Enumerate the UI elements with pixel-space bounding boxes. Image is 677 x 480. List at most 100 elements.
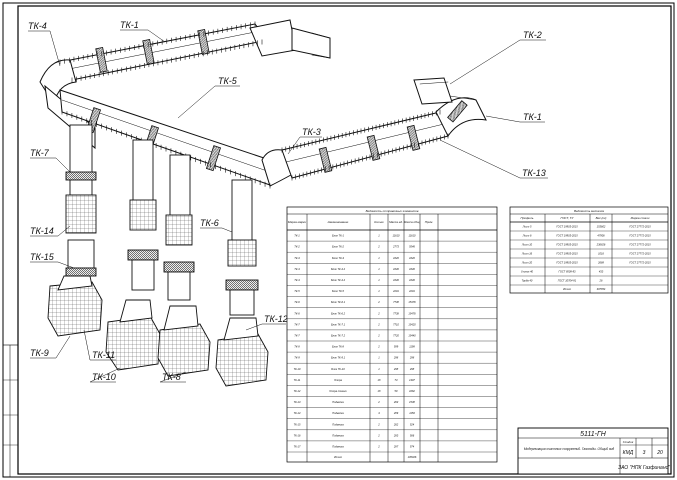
spec-cell: ТК-1 [294,234,300,238]
spec-cell: 1 [378,234,380,238]
spec-cell: 15476 [408,300,416,304]
spec-cell: 15440 [408,333,416,337]
spec-header-mass-unit: Масса ед. [389,220,403,224]
spec-cell: Блок ТК-7.1 [331,322,346,326]
label-tk-8: ТК-8 [162,372,181,382]
spec-cell: 15420 [408,322,416,326]
spec-cell: 574 [410,444,415,448]
spec-cell: 298 [393,367,399,371]
spec-cell: 1 [378,267,380,271]
spec-cell: 7720 [393,333,399,337]
title-sheets: 20 [656,450,663,456]
spec-cell: ТК-3 [294,256,300,260]
spec-cell: ТК-8 [294,345,300,349]
material-cell: 26 [599,279,603,283]
spec-cell: Блок ТК-9.1 [331,356,346,360]
spec-cell: 1 [378,289,380,293]
material-cell: ГОСТ 19903-2015 [556,225,578,229]
stiffener-ticks [59,21,449,189]
spec-cell: ТК-7 [294,322,300,326]
material-cell: Лист 16 [521,252,533,256]
spec-total-value: 105026 [408,455,417,459]
spec-header-mark: Марка марки [288,220,307,224]
spec-cell: 1620 [393,256,399,260]
inlet-boxes [47,275,269,387]
material-cell: Уголок 40 [521,270,534,274]
spec-table-title: Ведомость отправочных элементов [366,209,419,213]
spec-cell: ТК-13 [294,400,301,404]
spec-cell: 1 [378,367,380,371]
spec-cell: 283 [393,433,399,437]
material-header-steel: Марка стали [631,216,650,220]
label-tk-5: ТК-5 [218,76,238,86]
material-cell: ГОСТ 19903-2015 [556,252,578,256]
spec-cell: 2 [377,333,380,337]
spec-cell: 1 [378,278,380,282]
spec-cell: ТК-4 [294,267,300,271]
spec-cell: 11610 [408,234,416,238]
spec-cell: 566 [410,433,415,437]
duct-flanges [85,28,468,173]
spec-cell: 11610 [392,234,400,238]
spec-cell: 287 [393,444,399,448]
material-cell: Лист 10 [521,243,533,247]
spec-cell: 2 [377,444,380,448]
title-description: Модернизация очистных сооружений. Газохо… [524,447,615,451]
label-tk-12: ТК-12 [264,314,288,324]
label-tk-15: ТК-15 [30,252,55,262]
material-header-gost: ГОСТ, ТУ [561,216,575,220]
spec-cell: Блок ТК-1 [332,234,345,238]
spec-cell: Опора стенки [329,389,347,393]
spec-cell: ТК-9 [294,356,300,360]
duct-drawing [39,19,487,187]
spec-cell: ТК-5 [294,289,300,293]
spec-cell: Блок ТК-5 [332,289,345,293]
spec-cell: Блок ТК-4.2 [331,278,346,282]
spec-cell: 1198 [409,345,415,349]
material-cell: ГОСТ 27772-2015 [629,234,651,238]
spec-cell: Блок ТК-3 [332,256,345,260]
spec-cell: 2 [377,322,380,326]
material-cell: 153602 [597,225,606,229]
spec-cell: 7738 [393,311,399,315]
material-total-label: Итого [563,287,572,291]
label-tk-14: ТК-14 [30,226,54,236]
spec-cell: 1640 [393,278,399,282]
spec-cell: ТК-15 [294,422,301,426]
spec-cell: ТК-7 [294,333,300,337]
material-cell: 1016 [598,252,604,256]
spec-cell: 2 [377,245,380,249]
material-cell: ГОСТ 19903-2015 [556,234,578,238]
spec-cell: 2 [377,422,380,426]
spec-header-name: Наименование [328,220,349,224]
leader-lines [28,29,548,383]
spec-cell: ТК-16 [294,433,301,437]
spec-cell: 2773 [392,245,399,249]
spec-cell: 1640 [393,267,399,271]
spec-cell: Блок ТК-4.2 [331,267,346,271]
spec-cell: ТК-6 [294,311,300,315]
material-cell: ГОСТ 19903-2015 [556,243,578,247]
title-organization: ЗАО "НПК Газфинанс" [618,465,670,471]
spec-cell: 15476 [408,311,416,315]
spec-cell: 1 [378,356,380,360]
spec-cell: 1 [378,256,380,260]
label-tk-1-top: ТК-1 [120,20,139,30]
spec-cell: 2 [377,345,380,349]
spec-total-label: Итого [334,455,343,459]
spec-cell: 7710 [393,322,399,326]
spec-cell: 298 [409,367,415,371]
label-tk-13: ТК-13 [522,168,546,178]
material-cell: Труба 40 [522,279,533,283]
spec-cell: ТК-12 [294,389,301,393]
spec-cell: 1156 [409,411,415,415]
spec-cell: 18 [378,378,381,382]
material-cell: 47906 [597,234,605,238]
spec-cell: ТК-17 [294,444,301,448]
material-cell: ГОСТ 8509-93 [559,270,577,274]
spec-cell: 262 [393,422,399,426]
spec-cell: 1640 [409,278,415,282]
